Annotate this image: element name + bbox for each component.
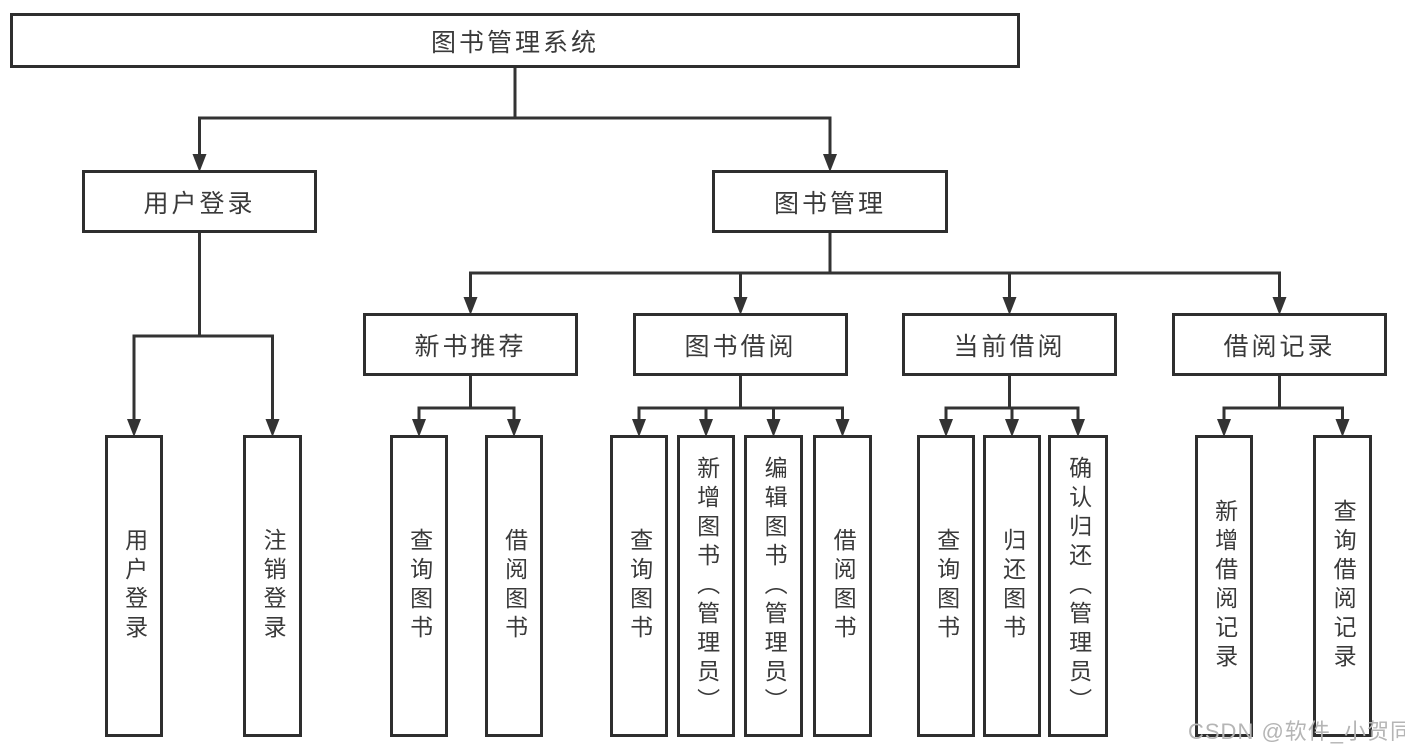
arrowhead-icon (127, 419, 141, 437)
node-label: 用户登录 (121, 528, 148, 644)
node-new-book-rec: 新书推荐 (363, 313, 578, 376)
node-label: 图书借阅 (684, 332, 797, 361)
arrowhead-icon (1335, 419, 1350, 437)
node-leaf-borrow-books-2: 借阅图书 (813, 435, 872, 737)
node-book-borrow: 图书借阅 (633, 313, 848, 376)
arrowhead-icon (939, 419, 953, 437)
arrowhead-icon (192, 154, 207, 172)
arrowhead-icon (823, 154, 837, 172)
node-leaf-confirm-return: 确认归还（管理员） (1048, 435, 1108, 737)
node-label: 借阅图书 (501, 528, 528, 644)
node-leaf-borrow-books-1: 借阅图书 (485, 435, 543, 737)
node-borrow-records: 借阅记录 (1172, 313, 1387, 376)
arrowhead-icon (1217, 419, 1231, 437)
node-label: 查询借阅记录 (1330, 499, 1357, 673)
node-label: 借阅图书 (830, 528, 857, 644)
node-leaf-logout: 注销登录 (243, 435, 302, 737)
node-user-login: 用户登录 (82, 170, 317, 233)
node-leaf-query-books-1: 查询图书 (390, 435, 448, 737)
node-leaf-add-borrow-record: 新增借阅记录 (1195, 435, 1253, 737)
node-label: 新增借阅记录 (1211, 499, 1238, 673)
arrowhead-icon (766, 419, 781, 437)
arrowhead-icon (1071, 419, 1085, 437)
node-label: 归还图书 (999, 528, 1026, 644)
node-leaf-query-books-3: 查询图书 (917, 435, 975, 737)
arrowhead-icon (632, 419, 646, 437)
arrowhead-icon (699, 419, 713, 437)
node-leaf-edit-book: 编辑图书（管理员） (744, 435, 803, 737)
node-label: 查询图书 (933, 528, 960, 644)
node-label: 注销登录 (260, 528, 287, 644)
node-label: 当前借阅 (953, 332, 1066, 361)
node-leaf-query-borrow-record: 查询借阅记录 (1313, 435, 1372, 737)
arrowhead-icon (265, 419, 280, 437)
arrowhead-icon (1272, 297, 1287, 315)
node-label: 新书推荐 (414, 332, 527, 361)
arrowhead-icon (835, 419, 850, 437)
arrowhead-icon (1002, 297, 1017, 315)
node-label: 图书管理 (773, 189, 886, 218)
node-label: 图书管理系统 (430, 28, 599, 57)
arrowhead-icon (507, 419, 521, 437)
node-root: 图书管理系统 (10, 13, 1020, 68)
node-book-mgmt: 图书管理 (712, 170, 948, 233)
node-label: 借阅记录 (1223, 332, 1336, 361)
arrowhead-icon (412, 419, 426, 437)
node-leaf-return-book: 归还图书 (983, 435, 1041, 737)
arrowhead-icon (1005, 419, 1019, 437)
node-label: 查询图书 (406, 528, 433, 644)
node-leaf-user-login: 用户登录 (105, 435, 163, 737)
node-leaf-add-book: 新增图书（管理员） (677, 435, 735, 737)
node-label: 编辑图书（管理员） (761, 455, 788, 717)
node-leaf-query-books-2: 查询图书 (610, 435, 668, 737)
arrowhead-icon (463, 297, 478, 315)
node-label: 查询图书 (626, 528, 653, 644)
node-label: 用户登录 (143, 189, 256, 218)
arrowhead-icon (733, 297, 748, 315)
node-label: 新增图书（管理员） (693, 455, 720, 717)
watermark: CSDN @软件_小贺同学 (1188, 719, 1405, 744)
node-current-borrow: 当前借阅 (902, 313, 1117, 376)
node-label: 确认归还（管理员） (1065, 455, 1092, 717)
